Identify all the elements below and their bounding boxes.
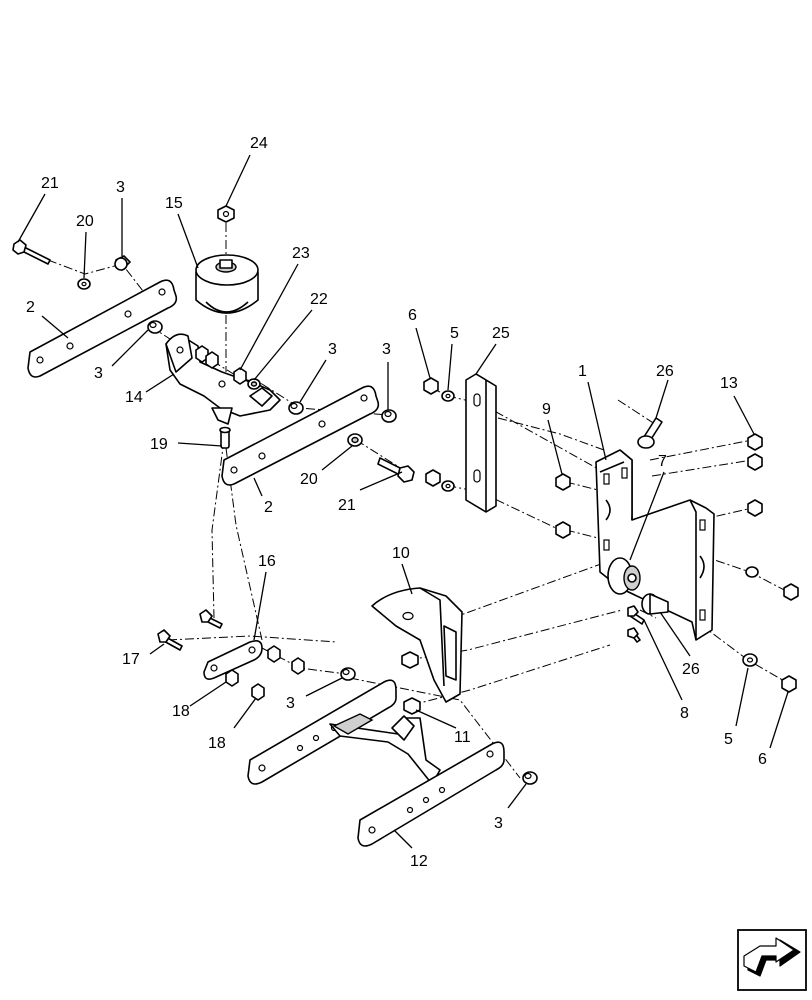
nut-24[interactable] — [217, 205, 235, 223]
callout-8: 8 — [680, 705, 689, 722]
callout-3-upper: 3 — [116, 179, 125, 196]
nut-18-a[interactable] — [225, 669, 239, 687]
callout-19: 19 — [150, 436, 168, 453]
bushing-3-right[interactable] — [381, 409, 397, 423]
callout-11: 11 — [454, 729, 471, 746]
callout-9: 9 — [542, 401, 551, 418]
bolt-26-lower[interactable] — [641, 593, 669, 615]
bushing-3-bottom[interactable] — [522, 771, 538, 785]
callout-17: 17 — [122, 651, 140, 668]
callout-15: 15 — [165, 195, 183, 212]
callout-10: 10 — [392, 545, 410, 562]
bolt-17[interactable] — [157, 629, 183, 651]
washer-5-lower[interactable] — [441, 480, 455, 492]
link-bar-2-upper[interactable] — [27, 279, 178, 378]
next-page-button[interactable] — [737, 929, 807, 991]
bolt-21-upper[interactable] — [12, 239, 51, 265]
nut-13-b[interactable] — [747, 453, 763, 471]
nut-18-b[interactable] — [251, 683, 265, 701]
callout-3-bottom: 3 — [494, 815, 503, 832]
callout-3-mid: 3 — [328, 341, 337, 358]
callout-13: 13 — [720, 375, 738, 392]
nut-6-right[interactable] — [781, 675, 797, 693]
washer-5-right[interactable] — [742, 653, 758, 667]
bracket-10[interactable] — [371, 587, 463, 703]
washer-5-upper[interactable] — [441, 390, 455, 402]
callout-6-lower: 6 — [758, 751, 767, 768]
callout-18-upper: 18 — [172, 703, 190, 720]
link-16[interactable] — [203, 640, 263, 680]
bushing-3-lower[interactable] — [340, 667, 356, 681]
callout-3-lower: 3 — [286, 695, 295, 712]
bushing-3-upper[interactable] — [114, 255, 131, 271]
washer-20-upper[interactable] — [77, 278, 91, 290]
callout-2-upper: 2 — [26, 299, 35, 316]
callout-1: 1 — [578, 363, 587, 380]
nut-13-a[interactable] — [747, 433, 763, 451]
nut-bracket-side[interactable] — [195, 345, 219, 369]
bushing-3-left[interactable] — [147, 320, 163, 334]
callout-12: 12 — [410, 853, 428, 870]
yoke-assembly-12[interactable] — [247, 679, 505, 847]
bolt-26-upper[interactable] — [637, 417, 663, 449]
callout-5-upper: 5 — [450, 325, 459, 342]
callout-7: 7 — [658, 453, 667, 470]
washer-20-lower[interactable] — [347, 433, 363, 447]
nut-23[interactable] — [233, 367, 247, 385]
plate-25[interactable] — [465, 373, 497, 513]
frame-bracket-1[interactable] — [595, 449, 715, 641]
callout-24: 24 — [250, 135, 268, 152]
nut-right-mid[interactable] — [747, 499, 763, 517]
callout-20-upper: 20 — [76, 213, 94, 230]
nut-right-far[interactable] — [783, 583, 799, 601]
callout-25: 25 — [492, 325, 510, 342]
link-bar-2-lower[interactable] — [221, 385, 380, 486]
bolt-11-upper[interactable] — [401, 651, 419, 669]
bolt-21-lower[interactable] — [377, 457, 415, 483]
callout-21-upper: 21 — [41, 175, 59, 192]
callout-3-left: 3 — [94, 365, 103, 382]
callout-16: 16 — [258, 553, 276, 570]
callout-20-lower: 20 — [300, 471, 318, 488]
callout-18-lower: 18 — [208, 735, 226, 752]
callout-5-lower: 5 — [724, 731, 733, 748]
nut-6-upper[interactable] — [423, 377, 439, 395]
callout-22: 22 — [310, 291, 328, 308]
bolt-16-top[interactable] — [199, 609, 223, 629]
callout-labels: 24 21 3 15 20 23 22 2 3 14 3 3 6 5 25 1 … — [26, 135, 767, 870]
callout-26-lower: 26 — [682, 661, 700, 678]
callout-3-right: 3 — [382, 341, 391, 358]
pin-19[interactable] — [219, 426, 231, 449]
bushing-3-mid[interactable] — [288, 401, 304, 415]
sprocket-7[interactable] — [607, 557, 641, 595]
next-page-arrow-icon — [743, 937, 801, 977]
nut-16-side[interactable] — [267, 645, 305, 675]
callout-2-lower: 2 — [264, 499, 273, 516]
washer-right-mid[interactable] — [745, 566, 759, 578]
nut-9-lower[interactable] — [555, 521, 571, 539]
callout-21-lower: 21 — [338, 497, 356, 514]
callout-26-upper: 26 — [656, 363, 674, 380]
callout-23: 23 — [292, 245, 310, 262]
leader-lines — [17, 154, 789, 849]
callout-6-upper: 6 — [408, 307, 417, 324]
bolt-11-lower[interactable] — [403, 697, 421, 715]
bracket-14[interactable] — [165, 333, 281, 425]
nut-9-upper[interactable] — [555, 473, 571, 491]
washer-22[interactable] — [247, 378, 261, 390]
rubber-mount-15[interactable] — [195, 254, 259, 314]
nut-6-lower[interactable] — [425, 469, 441, 487]
callout-14: 14 — [125, 389, 143, 406]
bolt-8[interactable] — [627, 605, 645, 643]
